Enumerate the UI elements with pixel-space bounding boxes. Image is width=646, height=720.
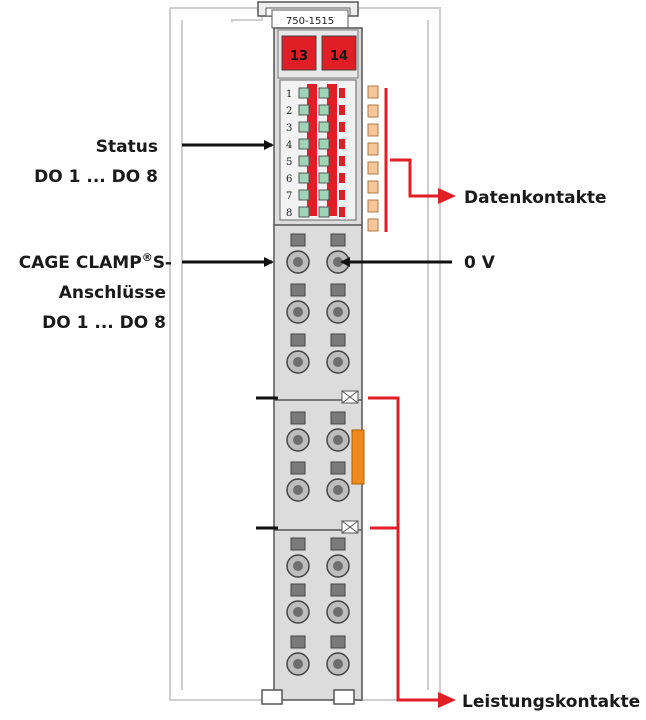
io-module: 750-1515 13 14 1 2 3 4 5 6 7 8 [256,1,365,705]
clamp-release-slot [290,333,306,347]
clamp-release-slot [290,537,306,551]
clamp-release-slot [290,635,306,649]
anschluesse-label: Anschlüsse [59,283,166,303]
data-contact-pad [367,161,379,175]
badge-13 [281,35,317,71]
clamp-release-slot [330,461,346,475]
status-led [318,172,330,184]
status-leds: 1 2 3 4 5 6 7 8 [286,84,345,219]
datenkontakte-bracket [384,88,440,232]
led-marker [339,190,345,200]
datenkontakte-label: Datenkontakte [464,188,607,208]
led-number: 1 [286,89,292,100]
data-contact-pad [367,199,379,213]
led-marker [339,139,345,149]
status-led [298,104,310,116]
clamp-release-slot [330,333,346,347]
badge-14 [321,35,357,71]
leistungskontakte-label: Leistungskontakte [462,692,640,712]
led-marker [339,207,345,217]
clamp-release-slot [330,283,346,297]
led-number: 3 [286,123,292,134]
status-led [298,206,310,218]
data-contact-pad [367,180,379,194]
status-led [318,138,330,150]
data-contact-pad [367,104,379,118]
status-label: Status [96,137,158,157]
led-marker [339,156,345,166]
datenkontakte-arrowhead [438,188,456,204]
clamp-release-slot [290,411,306,425]
data-contact-pad [367,142,379,156]
status-led [318,206,330,218]
data-contact-pads [367,85,379,232]
led-number: 4 [286,140,292,151]
clamp-release-slot [330,537,346,551]
data-contact-pad [367,123,379,137]
badge-14-label: 14 [330,49,348,64]
led-marker [339,105,345,115]
led-marker [339,88,345,98]
status-led [298,87,310,99]
power-contact-jumper [351,429,365,485]
clamp-release-slot [290,461,306,475]
data-contact-pad [367,85,379,99]
leistungskontakte-arrowhead [438,692,456,708]
status-range-label: DO 1 ... DO 8 [34,167,158,187]
status-led [318,104,330,116]
cage-clamp-label: CAGE CLAMP®S- [19,251,172,273]
clamp-release-slot [330,411,346,425]
badge-13-label: 13 [290,49,308,64]
led-number: 7 [286,191,292,202]
status-led [298,155,310,167]
led-number: 5 [286,157,292,168]
clamp-release-slot [290,283,306,297]
clamp-release-slot [330,635,346,649]
status-led [318,189,330,201]
clamp-release-slot [290,583,306,597]
zero-v-label: 0 V [464,253,496,273]
status-led [318,155,330,167]
status-led [298,138,310,150]
clamp-release-slot [330,233,346,247]
din-rail-outline [169,7,441,701]
led-number: 6 [286,174,292,185]
status-led [318,87,330,99]
clamp-release-slot [290,233,306,247]
led-marker [339,173,345,183]
status-led [298,172,310,184]
led-number: 2 [286,106,292,117]
part-number: 750-1515 [286,16,334,27]
status-led [298,121,310,133]
cage-clamp-terminals [286,233,350,676]
status-led [318,121,330,133]
led-number: 8 [286,208,292,219]
status-led [298,189,310,201]
led-marker [339,122,345,132]
data-contact-pad [367,218,379,232]
leistungskontakte-bracket [368,396,440,702]
clamp-range-label: DO 1 ... DO 8 [42,313,166,333]
clamp-release-slot [330,583,346,597]
